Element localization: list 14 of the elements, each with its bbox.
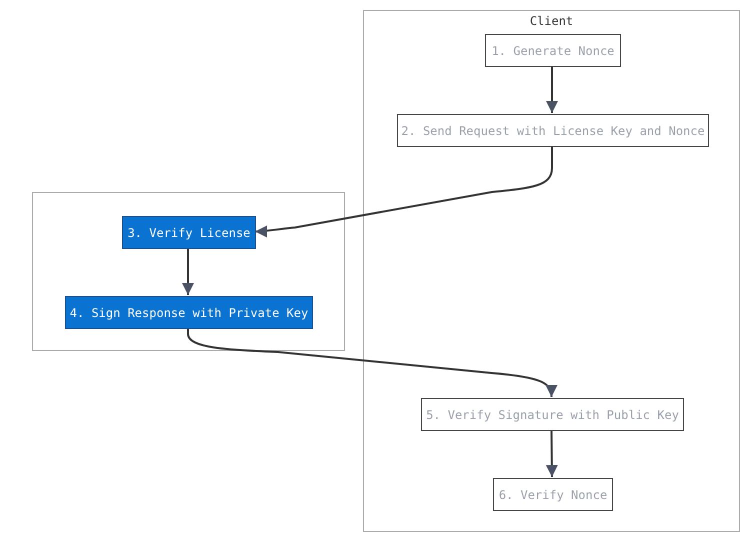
process-box: 3. Verify License [122, 216, 256, 249]
arrow [546, 430, 558, 478]
group-container [363, 10, 740, 532]
arrow [546, 66, 558, 113]
arrow [182, 248, 194, 295]
process-box: 6. Verify Nonce [493, 478, 613, 511]
group-container [32, 192, 345, 351]
arrow [187, 328, 557, 398]
group-title: Client [528, 14, 574, 28]
process-box: 1. Generate Nonce [485, 34, 621, 67]
process-box: 4. Sign Response with Private Key [65, 296, 313, 329]
process-box: 2. Send Request with License Key and Nonce [397, 114, 709, 147]
arrow [254, 146, 553, 238]
process-box: 5. Verify Signature with Public Key [421, 398, 684, 431]
